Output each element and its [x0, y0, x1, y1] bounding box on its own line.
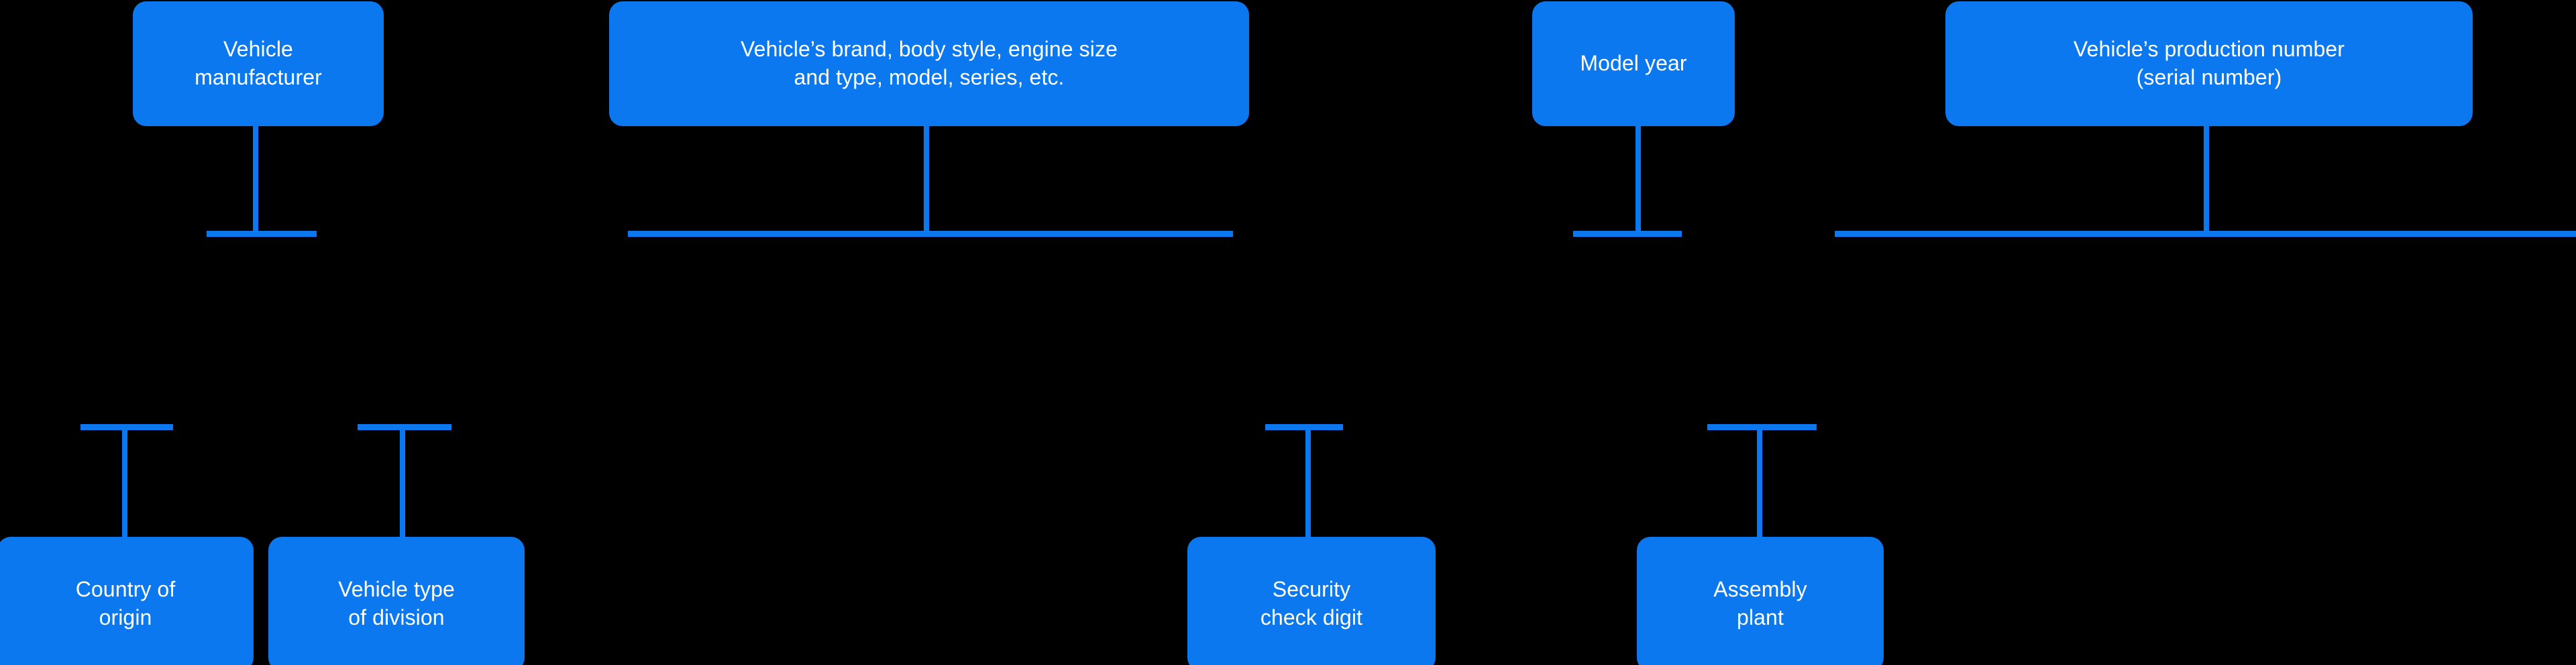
connector-stem-vehicle-manufacturer [253, 126, 258, 236]
node-vehicle-descriptor: Vehicle’s brand, body style, engine size… [609, 1, 1249, 126]
connector-crossbar-vehicle-manufacturer [207, 231, 317, 237]
connector-crossbar-country-of-origin [80, 424, 173, 430]
connector-stem-model-year [1635, 126, 1641, 236]
connector-stem-vehicle-descriptor [924, 126, 929, 236]
connector-stem-production-number [2204, 126, 2209, 236]
connector-crossbar-security-check-digit [1265, 424, 1343, 430]
connector-crossbar-vehicle-type-division [358, 424, 451, 430]
node-model-year: Model year [1532, 1, 1735, 126]
node-vehicle-type-division: Vehicle type of division [268, 537, 525, 665]
node-country-of-origin: Country of origin [0, 537, 254, 665]
node-vehicle-manufacturer: Vehicle manufacturer [133, 1, 384, 126]
connector-crossbar-assembly-plant [1707, 424, 1817, 430]
connector-crossbar-model-year [1573, 231, 1682, 237]
connector-stem-assembly-plant [1757, 424, 1762, 537]
connector-stem-vehicle-type-division [400, 424, 405, 537]
node-assembly-plant: Assembly plant [1637, 537, 1884, 665]
connector-stem-country-of-origin [122, 424, 127, 537]
connector-crossbar-vehicle-descriptor [628, 231, 1233, 237]
connector-stem-security-check-digit [1305, 424, 1311, 537]
connector-crossbar-production-number [1835, 231, 2576, 237]
node-production-number: Vehicle’s production number (serial numb… [1945, 1, 2473, 126]
node-security-check-digit: Security check digit [1187, 537, 1436, 665]
